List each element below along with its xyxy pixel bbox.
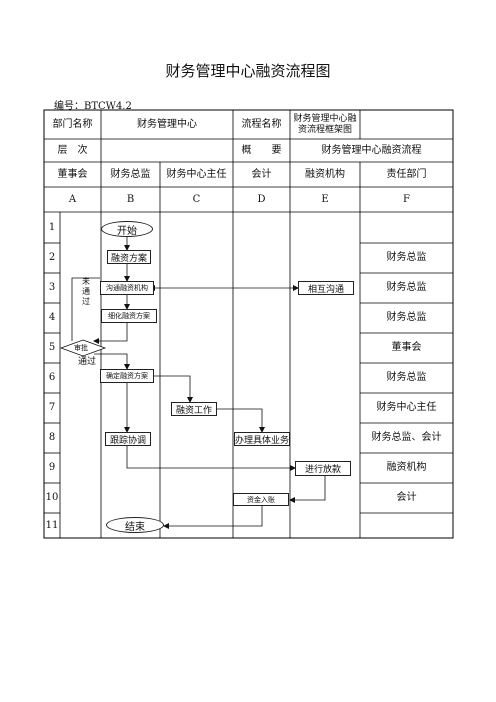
responsibility-cell: 财务总监 [386, 282, 427, 293]
mutual-communication-node: 相互沟通 [298, 281, 354, 295]
step-number: 10 [45, 492, 59, 503]
dept-name-value: 财务管理中心 [137, 118, 197, 130]
document-code: 编号：BTCW4.2 [54, 101, 132, 112]
communicate-node: 沟通融资机构 [100, 281, 154, 295]
role-board: 董事会 [57, 168, 88, 180]
dept-name-label: 部门名称 [52, 118, 93, 130]
plan-node: 融资方案 [107, 250, 151, 264]
responsibility-cell: 融资机构 [386, 462, 427, 473]
step-number: 4 [48, 312, 56, 323]
responsibility-cell: 财务总监 [386, 372, 427, 383]
role-accountant: 会计 [251, 168, 272, 180]
deposit-node: 资金入账 [233, 493, 289, 506]
financing-work-node: 融资工作 [171, 402, 217, 416]
step-number: 6 [48, 372, 56, 383]
review-decision-diamond [59, 339, 107, 357]
summary-value: 财务管理中心融资流程 [321, 144, 422, 156]
finalize-plan-node: 确定融资方案 [100, 369, 154, 383]
column-letter-e: E [321, 193, 329, 205]
document-title: 财务管理中心融资流程图 [165, 62, 331, 80]
step-number: 7 [48, 402, 56, 413]
follow-up-node: 跟踪协调 [105, 432, 151, 446]
column-letter-b: B [126, 193, 135, 205]
process-name-label: 流程名称 [241, 118, 282, 130]
level-label: 层 次 [57, 144, 88, 156]
process-name-value: 财务管理中心融资流程框架图 [293, 113, 357, 135]
passed-label: 通过 [78, 357, 97, 367]
table-border [43, 109, 454, 539]
step-number: 2 [48, 252, 56, 263]
responsibility-cell: 财务总监 [386, 312, 427, 323]
step-number: 11 [45, 519, 59, 531]
column-letter-f: F [403, 193, 410, 205]
step-number: 1 [48, 221, 56, 233]
table-grid-lines [44, 110, 453, 538]
role-finance-director: 财务中心主任 [166, 168, 227, 180]
responsibility-cell: 会计 [396, 492, 417, 503]
lending-node: 进行放款 [295, 461, 351, 476]
column-letter-d: D [257, 193, 266, 205]
responsibility-cell: 财务总监 [386, 252, 427, 263]
role-responsible-dept: 责任部门 [386, 168, 427, 180]
responsibility-cell: 财务中心主任 [376, 402, 437, 413]
flow-connectors [71, 237, 326, 529]
column-letter-a: A [68, 193, 77, 205]
review-label: 审批 [74, 344, 88, 352]
responsibility-cell [360, 513, 453, 538]
not-passed-label: 未通过 [82, 277, 90, 306]
role-institution: 融资机构 [305, 168, 345, 180]
start-node: 开始 [101, 221, 153, 237]
step-number: 8 [48, 432, 56, 443]
summary-label: 概 要 [241, 144, 282, 156]
responsibility-cell [360, 212, 453, 243]
end-node: 结束 [106, 517, 164, 533]
role-cfo: 财务总监 [110, 168, 151, 180]
step-number: 9 [48, 462, 56, 473]
step-number: 3 [48, 282, 56, 293]
column-letter-c: C [192, 193, 201, 205]
responsibility-cell: 财务总监、会计 [371, 432, 442, 443]
responsibility-cell: 董事会 [391, 342, 422, 353]
refine-plan-node: 细化融资方案 [101, 309, 157, 323]
handle-business-node: 办理具体业务 [234, 432, 290, 446]
step-number: 5 [48, 342, 56, 353]
level-value [101, 139, 233, 162]
